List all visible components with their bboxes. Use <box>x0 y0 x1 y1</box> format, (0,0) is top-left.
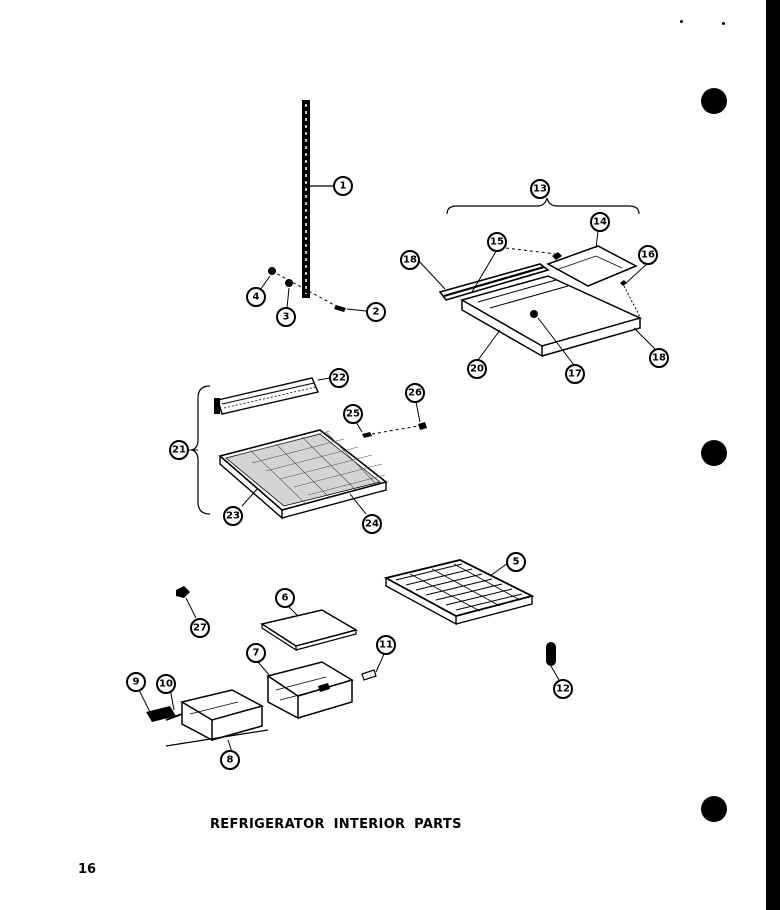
svg-text:4: 4 <box>253 292 260 303</box>
callout-16: 16 <box>638 245 658 265</box>
part-screws-clips <box>259 267 367 312</box>
callout-13: 13 <box>530 179 550 199</box>
callout-25: 25 <box>343 404 363 424</box>
callout-21: 21 <box>169 440 189 460</box>
svg-text:27: 27 <box>193 623 207 634</box>
callout-3: 3 <box>276 307 296 327</box>
binder-hole-top <box>701 88 727 114</box>
callouts: 1 2 3 4 13 14 15 16 18 18 17 20 22 25 26… <box>126 176 669 770</box>
svg-text:16: 16 <box>641 250 655 261</box>
callout-17: 17 <box>565 364 585 384</box>
svg-text:26: 26 <box>408 388 422 399</box>
part-crisper-cover-assembly <box>417 197 657 366</box>
callout-15: 15 <box>487 232 507 252</box>
speck <box>680 20 683 23</box>
speck <box>722 22 725 25</box>
svg-text:14: 14 <box>593 217 607 228</box>
part-crisper-drawer <box>257 661 354 720</box>
svg-text:17: 17 <box>568 369 582 380</box>
callout-22: 22 <box>329 368 349 388</box>
part-shelf-support-rail <box>302 100 334 298</box>
svg-text:6: 6 <box>282 593 289 604</box>
binder-hole-bottom <box>701 796 727 822</box>
callout-7: 7 <box>246 643 266 663</box>
page-title: REFRIGERATOR INTERIOR PARTS <box>210 817 462 832</box>
callout-27: 27 <box>190 618 210 638</box>
part-wire-shelf <box>383 559 535 626</box>
svg-text:25: 25 <box>346 409 360 420</box>
svg-text:20: 20 <box>470 364 484 375</box>
callout-26: 26 <box>405 383 425 403</box>
svg-text:11: 11 <box>379 640 393 651</box>
callout-14: 14 <box>590 212 610 232</box>
svg-text:23: 23 <box>226 511 240 522</box>
callout-12: 12 <box>553 679 573 699</box>
callout-8: 8 <box>220 750 240 770</box>
svg-text:3: 3 <box>283 312 290 323</box>
callout-2: 2 <box>366 302 386 322</box>
svg-text:9: 9 <box>133 677 140 688</box>
svg-text:18: 18 <box>652 353 666 364</box>
part-shelf-assembly <box>188 377 427 520</box>
svg-text:8: 8 <box>227 755 234 766</box>
binder-hole-middle <box>701 440 727 466</box>
svg-text:12: 12 <box>556 684 570 695</box>
svg-text:10: 10 <box>159 679 173 690</box>
page-number: 16 <box>78 862 97 877</box>
part-roller <box>546 642 560 681</box>
svg-text:2: 2 <box>373 307 380 318</box>
part-crisper-cover-panel <box>260 605 358 652</box>
part-knob <box>361 653 385 681</box>
callout-9: 9 <box>126 672 146 692</box>
callout-18-left: 18 <box>400 250 420 270</box>
callout-23: 23 <box>223 506 243 526</box>
svg-text:15: 15 <box>490 237 504 248</box>
svg-text:5: 5 <box>513 557 520 568</box>
part-clip <box>176 586 197 619</box>
svg-text:24: 24 <box>365 519 379 530</box>
svg-text:13: 13 <box>533 184 547 195</box>
callout-20: 20 <box>467 359 487 379</box>
svg-text:21: 21 <box>172 445 186 456</box>
callout-4: 4 <box>246 287 266 307</box>
callout-24: 24 <box>362 514 382 534</box>
callout-1: 1 <box>333 176 353 196</box>
page-edge-bar <box>766 0 780 910</box>
svg-text:22: 22 <box>332 373 346 384</box>
callout-5: 5 <box>506 552 526 572</box>
callout-10: 10 <box>156 674 176 694</box>
svg-text:7: 7 <box>253 648 260 659</box>
svg-text:1: 1 <box>340 181 347 192</box>
part-drawer-assembly <box>137 687 269 753</box>
callout-18-right: 18 <box>649 348 669 368</box>
callout-11: 11 <box>376 635 396 655</box>
svg-text:18: 18 <box>403 255 417 266</box>
callout-6: 6 <box>275 588 295 608</box>
